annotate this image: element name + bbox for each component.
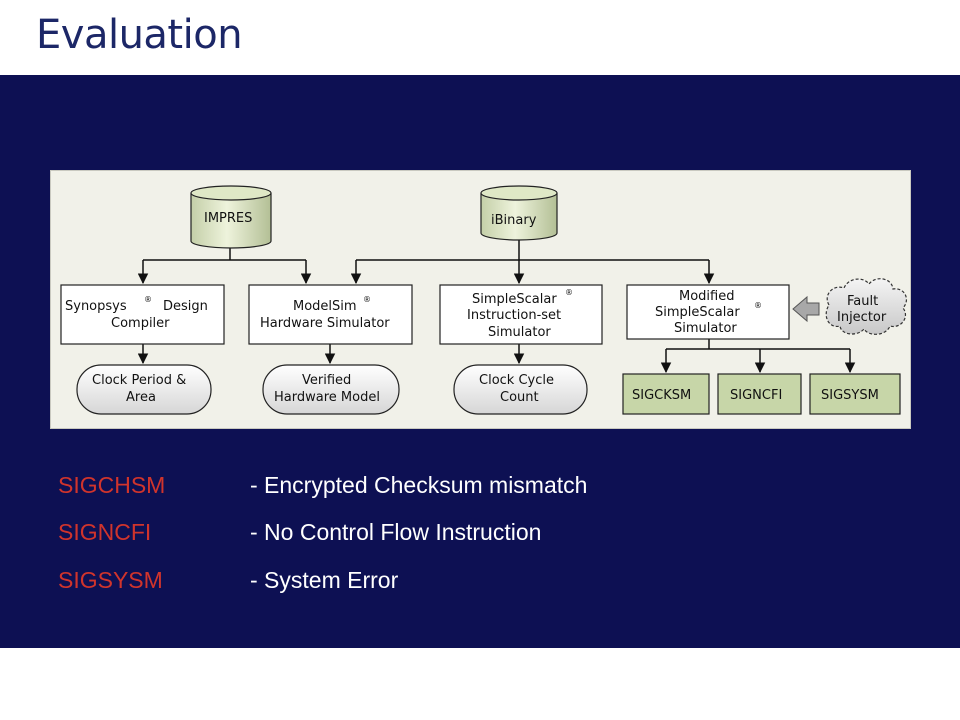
modelsim-box: ModelSim ® Hardware Simulator bbox=[248, 284, 413, 345]
synopsys-label-2: Compiler bbox=[111, 316, 170, 331]
legend-description: - No Control Flow Instruction bbox=[250, 519, 542, 545]
content-panel: IMPRES iBinary Synopsys ® Design Compile… bbox=[0, 75, 960, 648]
fault-injector-cloud: Fault Injector bbox=[825, 278, 907, 335]
clock-cycle-label-2: Count bbox=[500, 390, 539, 405]
impres-label: IMPRES bbox=[204, 211, 252, 226]
legend-code: SIGSYSM bbox=[58, 567, 163, 593]
synopsys-compiler-box: Synopsys ® Design Compiler bbox=[60, 284, 225, 345]
diagram-canvas: IMPRES iBinary Synopsys ® Design Compile… bbox=[60, 185, 907, 415]
synopsys-label-1: Synopsys bbox=[65, 299, 127, 314]
ibinary-label: iBinary bbox=[491, 213, 537, 228]
simplescalar-box: SimpleScalar ® Instruction-set Simulator bbox=[439, 284, 603, 345]
simplescalar-reg-mark: ® bbox=[565, 288, 573, 297]
modelsim-label-1: ModelSim bbox=[293, 299, 357, 314]
modified-reg-mark: ® bbox=[754, 301, 762, 310]
impres-database: IMPRES bbox=[190, 185, 272, 249]
fault-injector-label-1: Fault bbox=[847, 294, 878, 309]
clock-period-label-1: Clock Period & bbox=[92, 373, 186, 388]
verified-model-label-1: Verified bbox=[302, 373, 351, 388]
modelsim-label-2: Hardware Simulator bbox=[260, 316, 390, 331]
flow-diagram: IMPRES iBinary Synopsys ® Design Compile… bbox=[50, 170, 911, 429]
simplescalar-label-3: Simulator bbox=[488, 325, 551, 340]
legend-code: SIGCHSM bbox=[58, 472, 166, 498]
slide-title: Evaluation bbox=[36, 12, 243, 58]
modified-simplescalar-box: Modified SimpleScalar ® Simulator bbox=[626, 284, 790, 340]
connector-lines bbox=[137, 238, 856, 374]
modified-label-1: Modified bbox=[679, 289, 734, 304]
clock-cycle-label-1: Clock Cycle bbox=[479, 373, 554, 388]
signcfi-box: SIGNCFI bbox=[717, 373, 802, 415]
synopsys-reg-mark: ® bbox=[144, 295, 152, 304]
legend-code: SIGNCFI bbox=[58, 519, 152, 545]
sigsysm-label: SIGSYSM bbox=[821, 388, 879, 403]
modified-label-2: SimpleScalar bbox=[655, 305, 740, 320]
verified-hardware-model-node: Verified Hardware Model bbox=[262, 364, 400, 415]
sigcksm-label: SIGCKSM bbox=[632, 388, 691, 403]
sigcksm-box: SIGCKSM bbox=[622, 373, 710, 415]
clock-period-label-2: Area bbox=[126, 390, 156, 405]
verified-model-label-2: Hardware Model bbox=[274, 390, 380, 405]
legend-description: - System Error bbox=[250, 567, 399, 593]
clock-period-area-node: Clock Period & Area bbox=[76, 364, 212, 415]
modelsim-reg-mark: ® bbox=[363, 295, 371, 304]
ibinary-database: iBinary bbox=[480, 185, 558, 241]
sigsysm-box: SIGSYSM bbox=[809, 373, 901, 415]
simplescalar-label-2: Instruction-set bbox=[467, 308, 561, 323]
simplescalar-label-1: SimpleScalar bbox=[472, 292, 557, 307]
fault-injector-label-2: Injector bbox=[837, 310, 887, 325]
fault-injection-arrow bbox=[792, 295, 820, 323]
clock-cycle-count-node: Clock Cycle Count bbox=[453, 364, 588, 415]
synopsys-label-1b: Design bbox=[163, 299, 208, 314]
legend-description: - Encrypted Checksum mismatch bbox=[250, 472, 588, 498]
signcfi-label: SIGNCFI bbox=[730, 388, 782, 403]
modified-label-3: Simulator bbox=[674, 321, 737, 336]
